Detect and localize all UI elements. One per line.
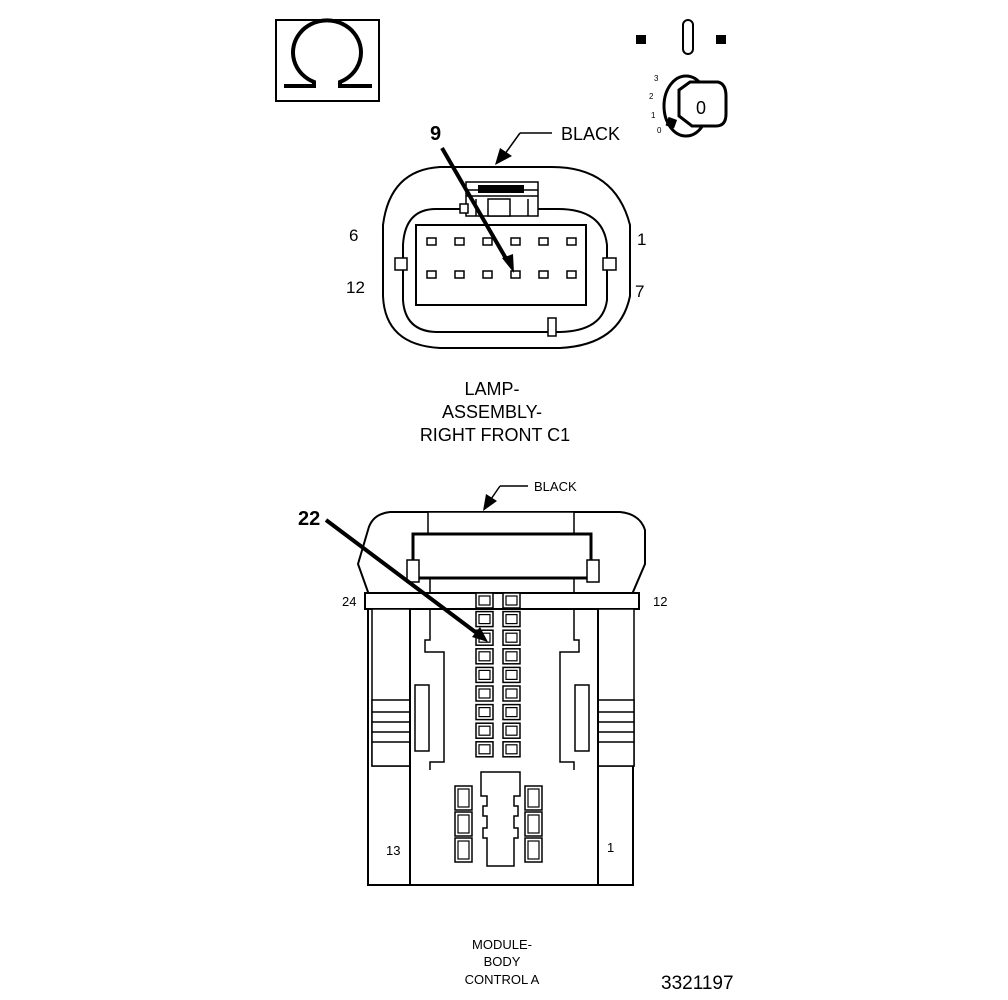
c1-pin-label-7: 7	[635, 282, 644, 301]
bcm-cavity-inner	[478, 613, 491, 625]
bcm-cavity	[454, 837, 473, 863]
bcm-pin-label-24: 24	[342, 594, 356, 609]
bcm-cavity	[475, 741, 494, 758]
c1-callout-pin-number: 9	[430, 123, 441, 145]
c1-cavity	[510, 237, 521, 246]
c1-caption-line: LAMP-	[464, 379, 519, 399]
c1-pin-label-12: 12	[346, 278, 365, 297]
connector-bcm-a: 24 12 13 1 BLACK 22 MODULE- BODY CONTROL…	[298, 479, 667, 987]
bcm-pin-label-13: 13	[386, 843, 400, 858]
bcm-cavity-inner	[505, 613, 518, 625]
bcm-cavity	[475, 610, 494, 628]
ignition-key-icon: 0 3 2 1 0	[636, 19, 728, 138]
bcm-cavity	[502, 703, 521, 721]
bcm-cavity-inner	[457, 840, 470, 860]
c1-cavity	[426, 270, 437, 279]
bcm-cavity-inner	[505, 632, 518, 643]
bcm-cavity-inner	[478, 688, 491, 699]
c1-cavity	[566, 270, 577, 279]
bcm-cavity	[502, 610, 521, 628]
c1-pin-field	[415, 224, 587, 306]
c1-caption-line: RIGHT FRONT C1	[420, 425, 570, 445]
bcm-cavity	[524, 785, 543, 811]
bcm-cavity-inner	[505, 651, 518, 662]
c1-cavities	[426, 237, 577, 279]
omega-icon	[275, 18, 380, 102]
bcm-cavity-inner	[505, 744, 518, 755]
bcm-cavity-inner	[505, 725, 518, 736]
bcm-cavity-inner	[505, 595, 518, 606]
bcm-cavity-inner	[505, 669, 518, 681]
bcm-color-label: BLACK	[534, 479, 577, 494]
c1-latch	[459, 181, 539, 217]
bcm-cavity-inner	[527, 840, 540, 860]
bcm-cavities	[454, 592, 543, 863]
bcm-color-callout: BLACK	[483, 479, 577, 511]
bcm-cavity-inner	[478, 651, 491, 662]
ignition-key-letter: 0	[696, 98, 706, 118]
bcm-callout-pin-number: 22	[298, 508, 320, 530]
bcm-caption-line: CONTROL A	[465, 972, 540, 987]
c1-cavity	[538, 270, 549, 279]
bcm-cavity	[502, 685, 521, 702]
c1-cavity	[426, 237, 437, 246]
bcm-cavity	[502, 666, 521, 684]
c1-cavity	[538, 237, 549, 246]
bcm-key	[480, 771, 521, 867]
bcm-cavity	[454, 811, 473, 837]
ignition-position-label: 3	[654, 74, 659, 83]
c1-pin-callout: 9	[430, 123, 514, 273]
bcm-cavity	[524, 837, 543, 863]
bcm-pin-callout: 22	[298, 508, 488, 642]
bcm-cavity-inner	[478, 706, 491, 718]
figure-number: 3321197	[661, 973, 734, 994]
bcm-cavity	[475, 703, 494, 721]
bcm-cavity	[524, 811, 543, 837]
c1-cavity	[566, 237, 577, 246]
ignition-position-label: 2	[649, 92, 654, 101]
bcm-cavity-inner	[478, 595, 491, 606]
bcm-cavity-inner	[505, 706, 518, 718]
ignition-position-label: 1	[651, 111, 656, 120]
bcm-cavity	[502, 722, 521, 739]
c1-cavity	[454, 237, 465, 246]
bcm-cavity	[454, 785, 473, 811]
bcm-cavity	[475, 685, 494, 702]
c1-pin-label-1: 1	[637, 230, 646, 249]
c1-pin-label-6: 6	[349, 226, 358, 245]
c1-caption-line: ASSEMBLY-	[442, 402, 542, 422]
bcm-cavity-inner	[478, 669, 491, 681]
bcm-cavity-inner	[527, 788, 540, 808]
bcm-caption-line: BODY	[484, 954, 521, 969]
c1-cavity	[510, 270, 521, 279]
bcm-cavity	[502, 629, 521, 646]
bcm-cavity-inner	[478, 725, 491, 736]
connector-c1: 6 1 12 7 BLACK 9 LAMP- ASSEMBLY- RIGHT F…	[346, 123, 646, 445]
c1-color-callout: BLACK	[495, 124, 620, 165]
bcm-cavity	[475, 648, 494, 665]
bcm-cavity	[475, 666, 494, 684]
bcm-cavity-inner	[478, 744, 491, 755]
bcm-cavity	[502, 592, 521, 609]
bcm-cavity-inner	[527, 814, 540, 834]
bcm-cavity	[502, 741, 521, 758]
ignition-position-label: 0	[657, 126, 662, 135]
bcm-pin-label-12: 12	[653, 594, 667, 609]
bcm-cavity	[475, 592, 494, 609]
bcm-pin-label-1: 1	[607, 840, 614, 855]
bcm-cavity-inner	[457, 814, 470, 834]
c1-color-label: BLACK	[561, 124, 620, 144]
c1-cavity	[482, 270, 493, 279]
c1-cavity	[482, 237, 493, 246]
c1-cavity	[454, 270, 465, 279]
bcm-cavity-inner	[457, 788, 470, 808]
bcm-caption-line: MODULE-	[472, 937, 532, 952]
bcm-cavity	[475, 722, 494, 739]
bcm-cavity	[502, 648, 521, 665]
bcm-cavity-inner	[505, 688, 518, 699]
